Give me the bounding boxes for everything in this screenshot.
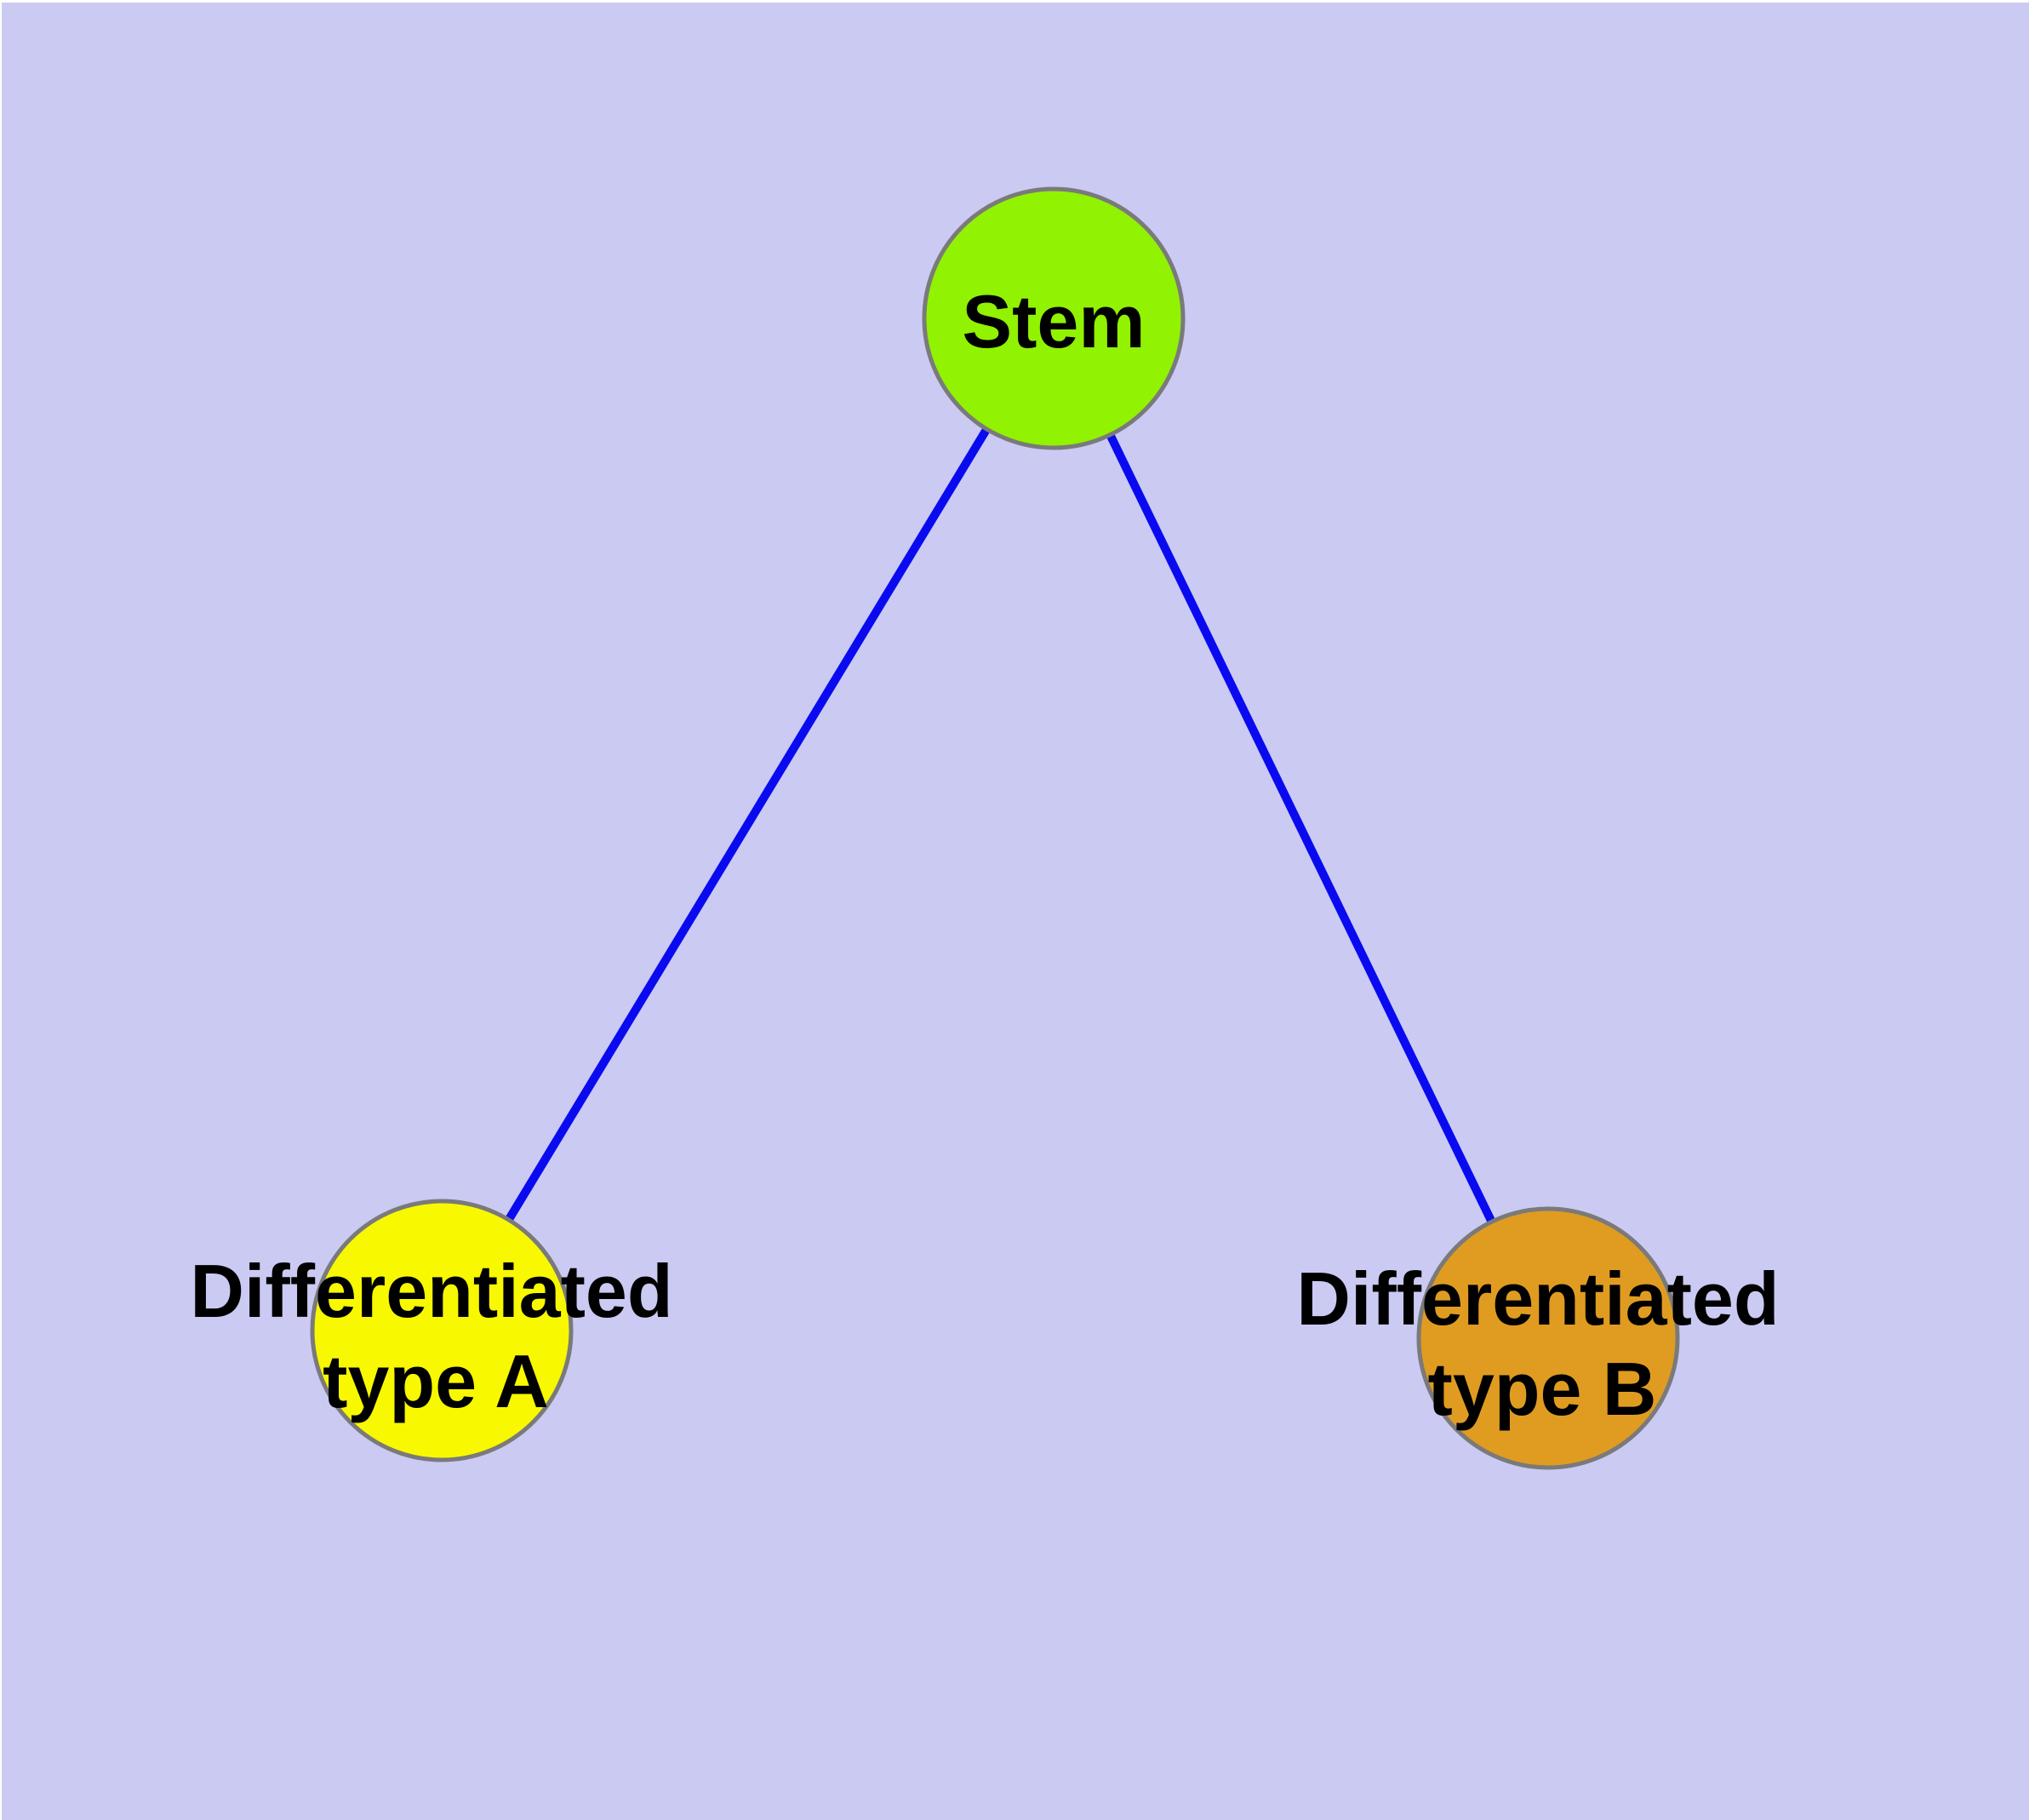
node-type-b-circle [1416, 1206, 1680, 1470]
node-type-a-circle [310, 1199, 574, 1462]
edge-stem-to-type-a [437, 316, 1058, 1333]
node-stem-circle [922, 186, 1186, 450]
node-type-a-label-line2: type A [323, 1339, 549, 1423]
node-type-b-label-line1: Differentiated [1296, 1256, 1779, 1341]
node-stem-label: Stem [962, 279, 1145, 363]
edge-stem-to-type-b [1049, 316, 1552, 1341]
node-type-b-label-line2: type B [1428, 1347, 1657, 1431]
node-type-a-label-line1: Differentiated [190, 1249, 672, 1333]
